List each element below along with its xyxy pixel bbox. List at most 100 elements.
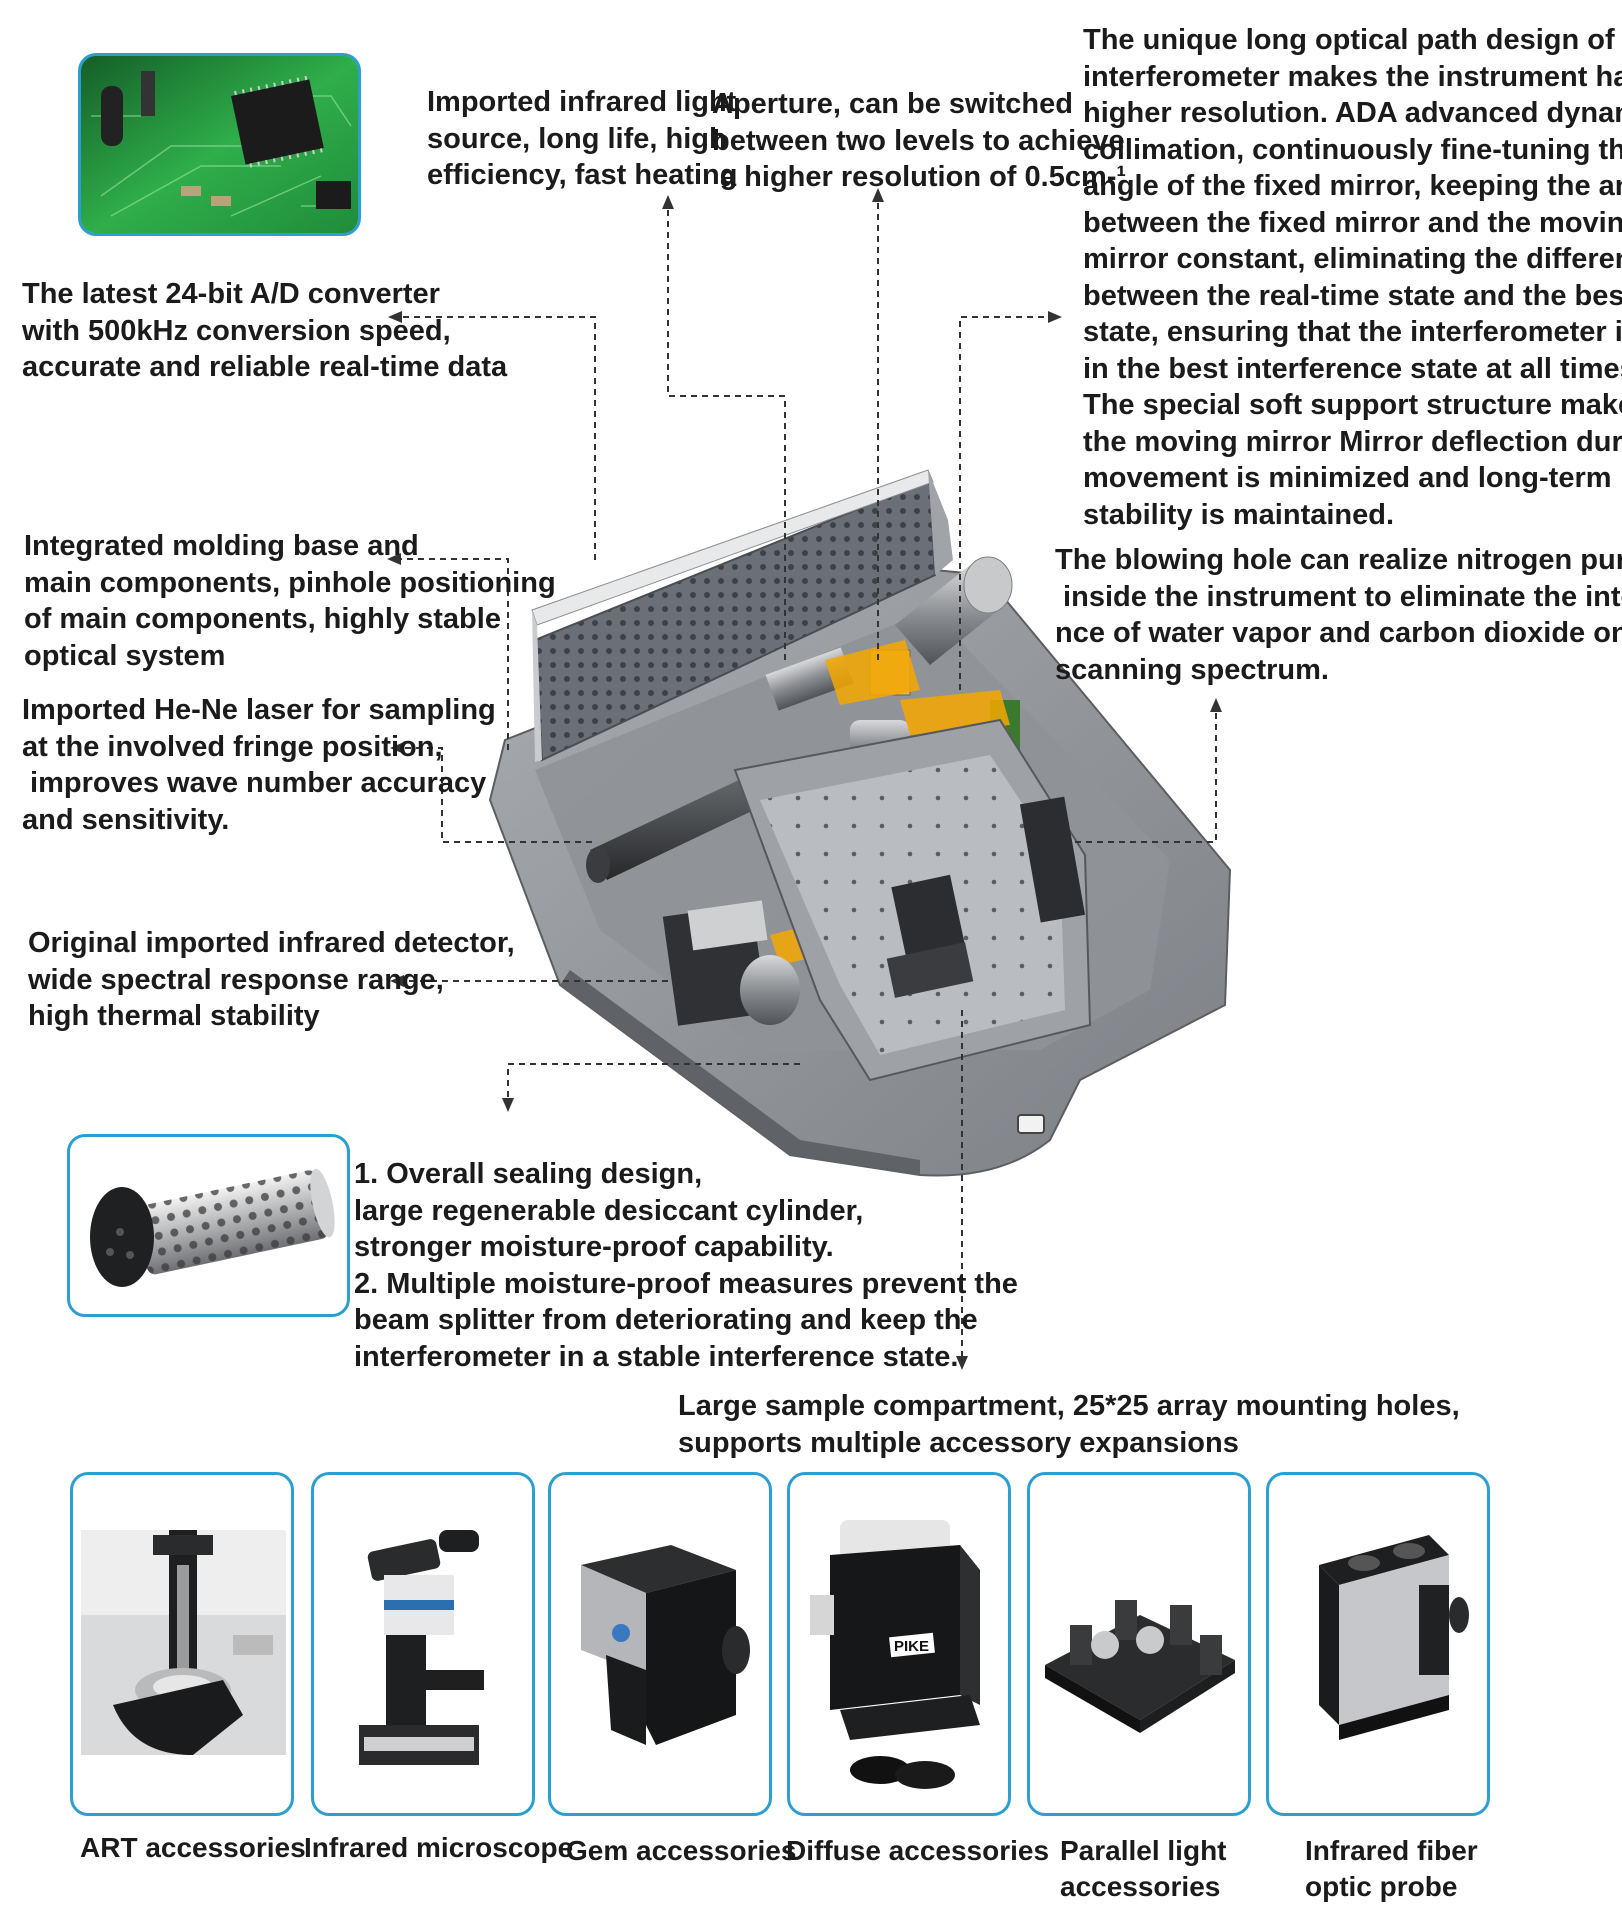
callout-interferometer: The unique long optical path design of t… [1083,22,1622,533]
leader-line-light-source [667,205,786,660]
callout-line: accurate and reliable real-time data [22,351,508,383]
callout-line: stronger moisture-proof capability. [354,1231,834,1263]
accessory-label-line: Infrared microscope [304,1832,574,1863]
arrowhead [388,311,402,323]
atr-accessory-image [81,1530,286,1755]
callout-line: of main components, highly stable [24,603,501,635]
accessory-label-line: accessories [1060,1871,1221,1902]
arrowhead [1048,311,1062,323]
desiccant-cylinder-image-frame [67,1134,350,1317]
leader-line-blowing-hole [1075,708,1217,843]
callout-line: wide spectral response range, [28,963,444,996]
callout-line: between two levels to achieve [712,124,1125,157]
callout-line: Integrated molding base and [24,530,419,562]
accessory-card-parallel-light [1027,1472,1251,1816]
callout-line: mirror constant, eliminating the differe… [1083,243,1622,275]
accessory-label-microscope: Infrared microscope [304,1830,573,1866]
arrowhead [956,1356,968,1370]
callout-line: 2. Multiple moisture-proof measures prev… [354,1267,1018,1300]
callout-line: improves wave number accuracy [22,767,487,799]
callout-line: large regenerable desiccant cylinder, [354,1194,864,1227]
callout-line: nce of water vapor and carbon dioxide on… [1055,617,1622,649]
callout-light-source: Imported infrared light source, long lif… [427,84,738,194]
callout-line: high thermal stability [28,1000,320,1032]
callout-line: Large sample compartment, 25*25 array mo… [678,1390,1460,1422]
leader-line-molding-base [397,558,509,750]
callout-blowing-hole: The blowing hole can realize nitrogen pu… [1055,542,1622,688]
fiber-probe-image [1319,1535,1469,1740]
arrowhead [390,975,404,987]
accessory-card-diffuse: PIKE [787,1472,1011,1816]
leader-line-ad-converter [398,316,596,560]
accessory-card-gem [548,1472,772,1816]
callout-line: The special soft support structure makes [1083,389,1622,421]
accessory-label-line: Infrared fiber [1305,1835,1478,1866]
callout-line: The blowing hole can realize nitrogen pu… [1055,544,1622,576]
accessory-label-line: Gem accessories [566,1835,797,1866]
callout-line: Original imported infrared detector, [28,927,515,959]
callout-line: inside the instrument to eliminate the i… [1063,580,1622,613]
callout-line: movement is minimized and long-term [1083,462,1612,494]
circuit-board-image [81,56,358,233]
desiccant-cylinder-image [90,1168,335,1287]
callout-line: angle of the fixed mirror, keeping the a… [1083,170,1622,202]
arrowhead [662,195,674,209]
callout-line: with 500kHz conversion speed, [22,314,451,347]
accessory-label-line: optic probe [1305,1871,1458,1902]
arrowhead [387,553,401,565]
accessory-label-fiber-probe: Infrared fiber optic probe [1305,1833,1478,1905]
callout-aperture: Aperture, can be switched between two le… [712,86,1126,196]
accessory-label-diffuse: Diffuse accessories [786,1833,1049,1869]
circuit-board-image-frame [78,53,361,236]
accessory-card-fiber-probe [1266,1472,1490,1816]
arrowhead [502,1098,514,1112]
callout-line: source, long life, high [427,122,727,155]
callout-sample-compartment: Large sample compartment, 25*25 array mo… [678,1388,1460,1461]
callout-line: Aperture, can be switched [712,88,1073,120]
accessory-label-atr: ART accessories [80,1830,306,1866]
microscope-image [359,1530,484,1765]
callout-ad-converter: The latest 24-bit A/D converter with 500… [22,276,507,386]
callout-line: optical system [24,639,226,672]
callout-line: The unique long optical path design of t… [1083,24,1622,56]
accessory-card-atr [70,1472,294,1816]
callout-detector: Original imported infrared detector, wid… [28,925,515,1035]
parallel-light-image [1045,1600,1235,1733]
accessory-card-microscope [311,1472,535,1816]
callout-laser: Imported He-Ne laser for sampling at the… [22,692,496,838]
callout-line: state, ensuring that the interferometer … [1083,316,1622,348]
callout-line: Imported infrared light [427,86,737,118]
leader-line-sealing [507,1063,800,1102]
leader-line-laser [400,747,592,843]
callout-line: beam splitter from deteriorating and kee… [354,1304,978,1336]
pike-brand-text: PIKE [894,1638,929,1655]
arrowhead [390,742,404,754]
accessory-label-line: Diffuse accessories [786,1835,1050,1866]
accessory-label-line: Parallel light [1060,1835,1227,1866]
arrowhead [872,188,884,202]
callout-molding-base: Integrated molding base and main compone… [24,528,556,674]
diffuse-accessory-image: PIKE [810,1520,980,1789]
callout-line: the moving mirror Mirror deflection duri… [1083,425,1622,458]
callout-line: at the involved fringe position, [22,730,443,763]
callout-line: scanning spectrum. [1055,653,1329,686]
callout-line: between the fixed mirror and the moving [1083,206,1622,239]
accessory-label-gem: Gem accessories [566,1833,796,1869]
callout-line: higher resolution. ADA advanced dynamic [1083,97,1622,129]
callout-line: and sensitivity. [22,803,230,836]
accessory-label-line: ART accessories [80,1832,306,1863]
callout-line: The latest 24-bit A/D converter [22,278,440,310]
leader-line-interferometer [959,316,1050,690]
gem-accessory-image [581,1545,750,1745]
callout-line: between the real-time state and the best [1083,279,1622,312]
callout-line: in the best interference state at all ti… [1083,352,1622,385]
arrowhead [1210,698,1222,712]
accessory-label-parallel-light: Parallel light accessories [1060,1833,1227,1905]
callout-line: Imported He-Ne laser for sampling [22,694,496,726]
callout-line: collimation, continuously fine-tuning th… [1083,133,1622,166]
callout-line: 1. Overall sealing design, [354,1158,703,1190]
callout-line: interferometer makes the instrument have [1083,60,1622,93]
callout-sealing: 1. Overall sealing design, large regener… [354,1156,1018,1375]
